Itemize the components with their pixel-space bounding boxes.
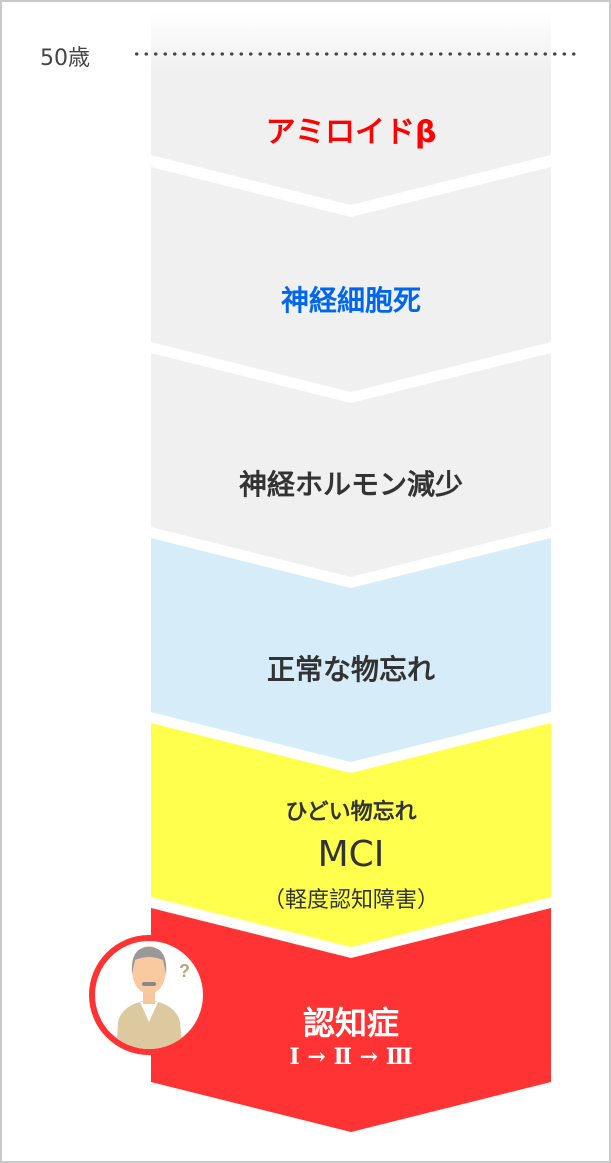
stage-block-normal-forgetting xyxy=(151,538,551,762)
stage-label-amyloid: アミロイドβ xyxy=(265,115,437,150)
age-marker-dotted-line xyxy=(132,52,577,56)
stage-block-neuron-death xyxy=(151,167,551,392)
stage-block-dementia xyxy=(151,908,551,1132)
question-mark-icon: ? xyxy=(179,961,190,981)
elderly-man-avatar-icon: ? xyxy=(89,935,209,1055)
stage-label-dementia: 認知症 xyxy=(302,1004,399,1042)
stage-label-normal-forgetting: 正常な物忘れ xyxy=(266,653,435,686)
stage-block-hormone xyxy=(151,353,551,577)
stage-label-severe-forgetting: ひどい物忘れ xyxy=(285,800,417,825)
stage-label-dementia-grades: Ⅰ → Ⅱ → Ⅲ xyxy=(289,1044,413,1070)
stage-block-amyloid xyxy=(151,12,551,205)
age-marker-label: 50歳 xyxy=(40,46,90,71)
stage-label-neuron-death: 神経細胞死 xyxy=(280,284,421,317)
stage-label-mci-sub: （軽度認知障害） xyxy=(262,888,439,913)
stage-block-mci xyxy=(151,723,551,947)
stage-label-hormone: 神経ホルモン減少 xyxy=(238,468,463,501)
stage-label-mci: MCI xyxy=(317,834,385,875)
